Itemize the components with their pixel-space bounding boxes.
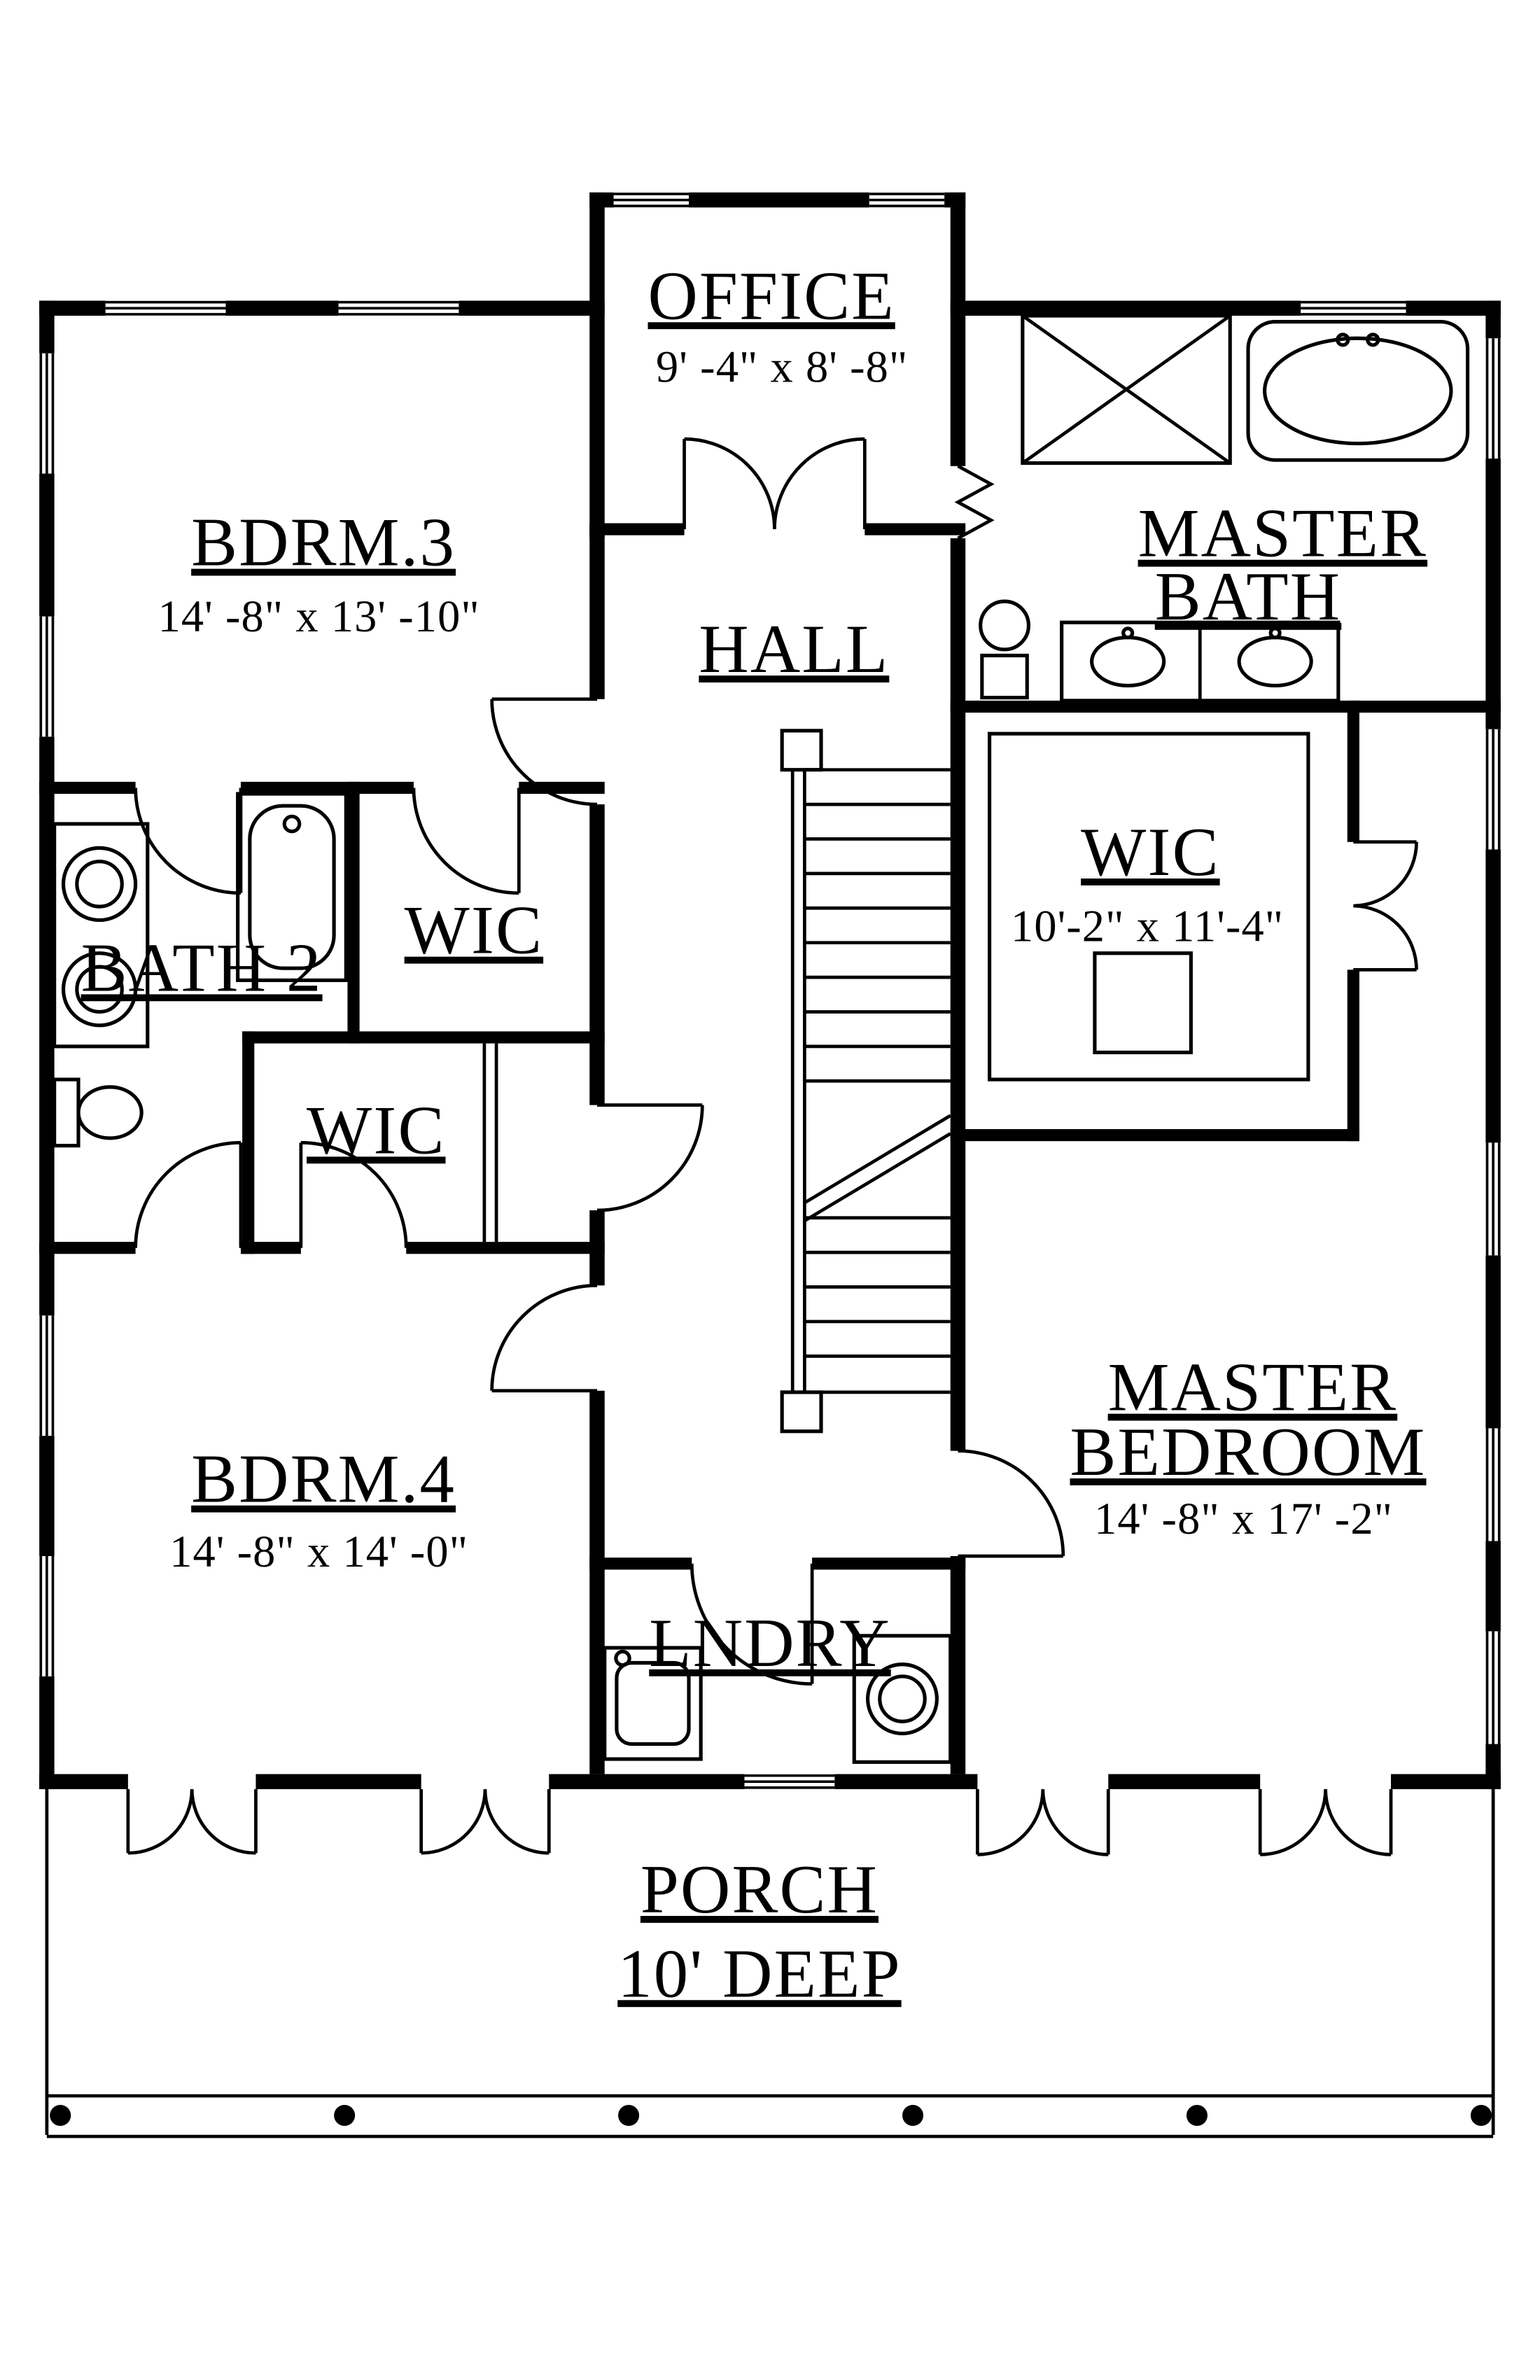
doors	[126, 437, 1418, 1856]
bath2-tub	[236, 792, 348, 982]
office-dims: 9' -4" x 8' -8"	[656, 342, 908, 392]
bdrm3-label: BDRM.3	[191, 505, 456, 581]
bdrm4-dims: 14' -8" x 14' -0"	[169, 1527, 468, 1576]
master-wic-dims: 10'-2" x 11'-4"	[1011, 902, 1284, 951]
master-tub	[1246, 320, 1470, 462]
bath2-toilet	[52, 1077, 144, 1148]
master-bath-label-line2: BATH	[1155, 559, 1342, 635]
bath2-label: BATH 2	[81, 930, 323, 1006]
washer-dryer	[852, 1634, 953, 1764]
interior-walls	[39, 523, 1501, 1774]
bdrm4-label: BDRM.4	[191, 1441, 456, 1518]
laundry-label: LNDRY	[649, 1605, 891, 1681]
master-bath-toilet	[979, 599, 1031, 700]
master-bedroom-dims: 14' -8" x 17' -2"	[1094, 1494, 1393, 1544]
room-labels: OFFICE 9' -4" x 8' -8" BDRM.3 14' -8" x …	[81, 258, 1428, 2012]
master-wic-island	[988, 732, 1310, 1082]
hall-label: HALL	[699, 611, 889, 687]
laundry-fixtures	[603, 1634, 953, 1764]
bdrm3-dims: 14' -8" x 13' -10"	[158, 592, 480, 641]
office-label: OFFICE	[648, 258, 895, 334]
bath2-vanity	[52, 822, 150, 1049]
master-bath-fixtures	[979, 314, 1470, 703]
wic-lower-shelving	[482, 1043, 498, 1242]
master-bath-label-line1: MASTER	[1138, 496, 1428, 572]
porch-label: PORCH	[640, 1851, 878, 1928]
porch-structure	[45, 1788, 1495, 2138]
master-bedroom-label-line1: MASTER	[1108, 1350, 1398, 1426]
master-wic-label: WIC	[1081, 814, 1219, 890]
wic-upper-label: WIC	[405, 892, 543, 969]
master-bedroom-label-line2: BEDROOM	[1070, 1414, 1427, 1490]
bath2-fixtures	[52, 792, 348, 1148]
master-bath-vanity	[1060, 620, 1340, 703]
porch-depth-label: 10' DEEP	[617, 1935, 901, 2012]
wic-lower-label: WIC	[307, 1092, 445, 1168]
staircase	[780, 729, 951, 1434]
master-shower	[1021, 314, 1232, 465]
windows	[38, 190, 1502, 1791]
laundry-sink	[603, 1646, 703, 1761]
